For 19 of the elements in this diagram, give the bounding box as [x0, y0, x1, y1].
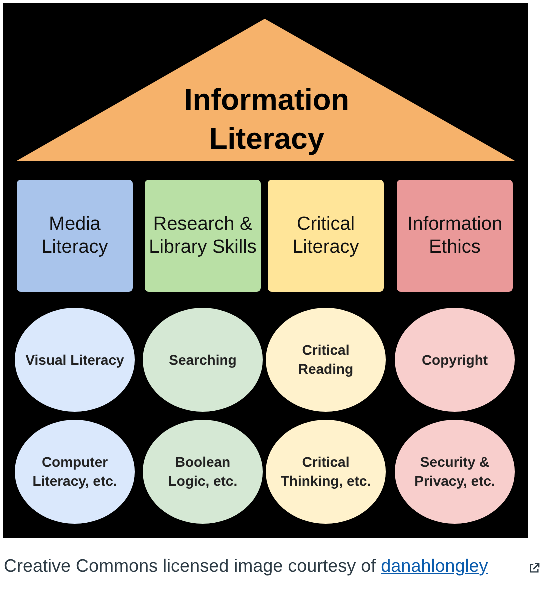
- skill-label: Copyright: [422, 350, 488, 370]
- image-caption: Creative Commons licensed image courtesy of danahlongley: [4, 556, 488, 577]
- skill-label: Searching: [169, 350, 237, 370]
- category-title: Media Literacy: [40, 213, 110, 259]
- skill-label: Computer Literacy, etc.: [32, 453, 118, 491]
- category-box: [145, 180, 261, 292]
- category-box: [17, 180, 133, 292]
- category-box: [397, 180, 513, 292]
- category-box: [268, 180, 384, 292]
- category-title: Research & Library Skills: [149, 213, 257, 259]
- category-title: Critical Literacy: [292, 213, 360, 259]
- category-title: Information Ethics: [406, 213, 504, 259]
- skill-label: Boolean Logic, etc.: [167, 453, 239, 491]
- skill-label: Security & Privacy, etc.: [414, 453, 496, 491]
- author-link: danahlongley: [381, 556, 488, 576]
- roof-title: Information Literacy: [184, 83, 350, 158]
- skill-label: Critical Thinking, etc.: [280, 453, 372, 491]
- skill-label: Critical Reading: [297, 341, 355, 379]
- skill-label: Visual Literacy: [26, 350, 124, 370]
